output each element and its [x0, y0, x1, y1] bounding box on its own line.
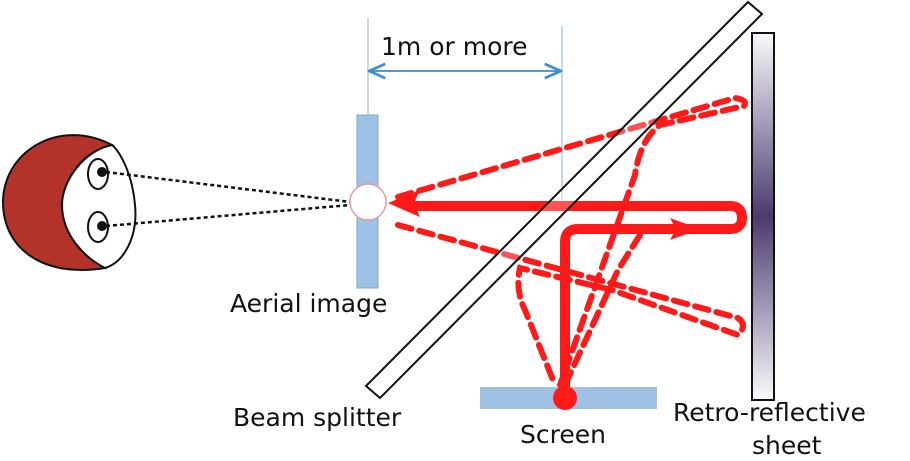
scattered-light-rays — [395, 94, 748, 388]
retro-reflective-label-sheet: sheet — [752, 431, 822, 460]
retro-reflective-label: Retro-reflective — [673, 398, 866, 427]
ray-arrowhead-icon — [388, 190, 420, 217]
sight-lines — [105, 170, 351, 228]
screen-label: Screen — [520, 420, 606, 449]
ray-arrowhead-icon — [670, 218, 700, 240]
light-source-point — [553, 386, 577, 410]
aerial-image-point — [349, 183, 387, 221]
retro-reflective-sheet — [751, 32, 775, 401]
beam-splitter — [364, 0, 764, 400]
distance-label: 1m or more — [381, 32, 527, 61]
viewer-face — [1, 134, 137, 271]
beam-splitter-label: Beam splitter — [233, 403, 402, 432]
main-light-ray — [410, 201, 747, 395]
distance-marker: 1m or more — [367, 18, 563, 200]
aerial-image-label: Aerial image — [230, 289, 387, 318]
